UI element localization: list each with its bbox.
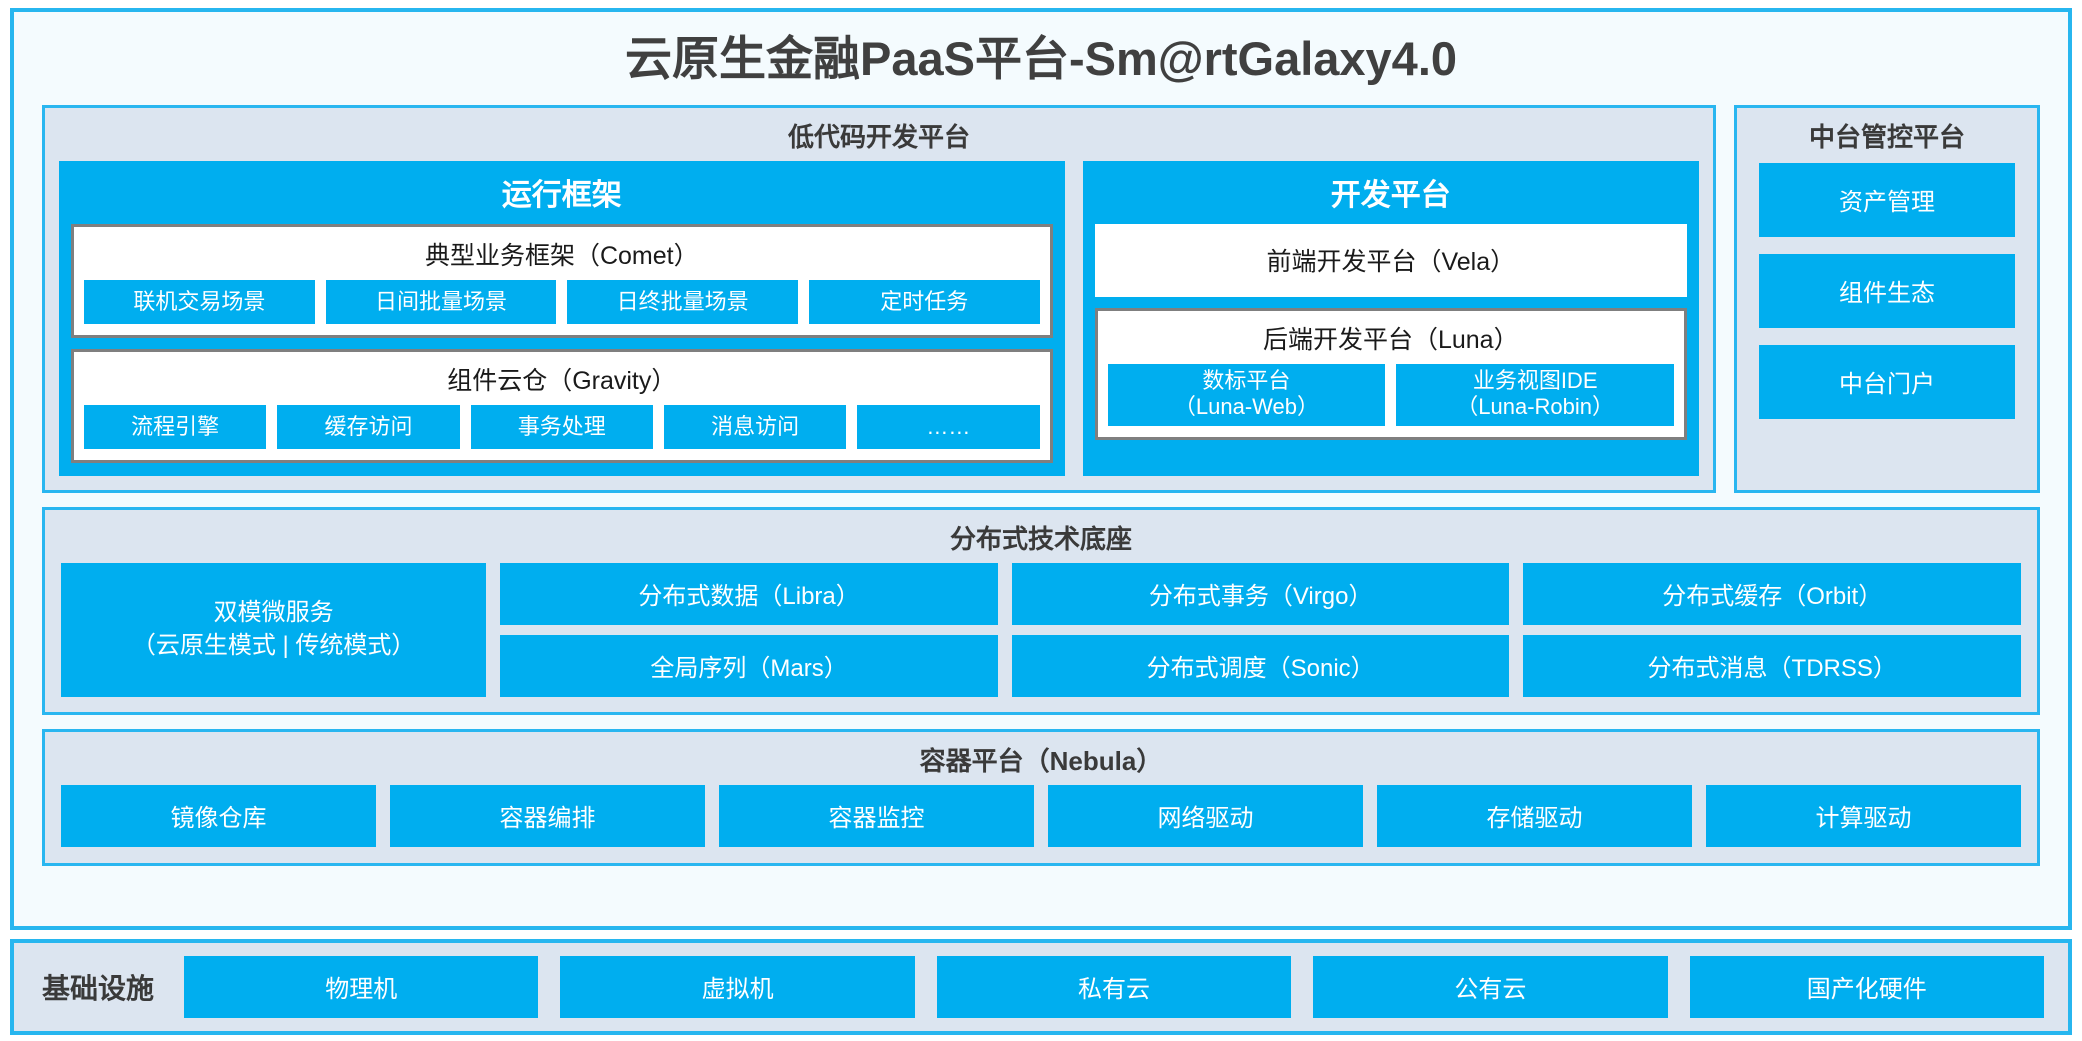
distributed-base-body: 双模微服务 （云原生模式 | 传统模式） 分布式数据（Libra） 全局序列（M… (45, 562, 2037, 712)
infra-item-virtual-machine[interactable]: 虚拟机 (560, 956, 915, 1018)
top-row: 低代码开发平台 运行框架 典型业务框架（Comet） 联机交易场景 日间批量场景… (42, 104, 2040, 493)
infra-item-public-cloud[interactable]: 公有云 (1313, 956, 1668, 1018)
gravity-card: 组件云仓（Gravity） 流程引擎 缓存访问 事务处理 消息访问 …… (71, 348, 1053, 463)
container-item-network-driver[interactable]: 网络驱动 (1048, 784, 1363, 847)
backend-item-sublabel: （Luna-Web） (1173, 393, 1319, 419)
distributed-base-title: 分布式技术底座 (949, 523, 1132, 554)
container-platform-title: 容器平台（Nebula） (919, 745, 1163, 776)
midplatform-body: 资产管理 组件生态 中台门户 (1737, 161, 2037, 490)
midplatform-item-component-ecosystem[interactable]: 组件生态 (1759, 253, 2015, 328)
gravity-item-row: 流程引擎 缓存访问 事务处理 消息访问 …… (84, 404, 1040, 449)
microservice-label: 双模微服务 (213, 599, 334, 627)
comet-item-row: 联机交易场景 日间批量场景 日终批量场景 定时任务 (84, 279, 1040, 324)
dist-item[interactable]: 分布式事务（Virgo） (1011, 562, 1510, 625)
backend-item-label: 业务视图IDE (1472, 367, 1598, 393)
gravity-title: 组件云仓（Gravity） (447, 366, 677, 395)
comet-item[interactable]: 联机交易场景 (84, 279, 315, 324)
gravity-item[interactable]: 消息访问 (663, 404, 847, 449)
development-platform-card: 开发平台 前端开发平台（Vela） 后端开发平台（Luna） 数标平台 （Lun… (1082, 160, 1699, 476)
comet-item[interactable]: 日间批量场景 (325, 279, 557, 324)
dist-item[interactable]: 分布式调度（Sonic） (1011, 634, 1510, 697)
container-item-monitoring[interactable]: 容器监控 (719, 784, 1034, 847)
distributed-base-panel: 分布式技术底座 双模微服务 （云原生模式 | 传统模式） 分布式数据（Libra… (42, 506, 2040, 715)
backend-platform-title: 后端开发平台（Luna） (1262, 325, 1519, 354)
container-platform-body: 镜像仓库 容器编排 容器监控 网络驱动 存储驱动 计算驱动 (45, 784, 2037, 863)
page-title: 云原生金融PaaS平台-Sm@rtGalaxy4.0 (624, 32, 1458, 85)
gravity-item[interactable]: 事务处理 (470, 404, 653, 449)
gravity-item[interactable]: 流程引擎 (84, 404, 267, 449)
comet-title: 典型业务框架（Comet） (424, 241, 699, 270)
infra-item-domestic-hardware[interactable]: 国产化硬件 (1689, 956, 2044, 1018)
dist-item[interactable]: 分布式消息（TDRSS） (1523, 634, 2021, 697)
midplatform-title: 中台管控平台 (1808, 121, 1965, 152)
backend-item-row: 数标平台 （Luna-Web） 业务视图IDE （Luna-Robin） (1107, 363, 1675, 426)
dist-item-microservice[interactable]: 双模微服务 （云原生模式 | 传统模式） (61, 562, 487, 697)
dist-item[interactable]: 分布式缓存（Orbit） (1523, 562, 2021, 625)
comet-card: 典型业务框架（Comet） 联机交易场景 日间批量场景 日终批量场景 定时任务 (71, 223, 1053, 338)
backend-item-luna-web[interactable]: 数标平台 （Luna-Web） (1107, 363, 1386, 426)
infra-item-private-cloud[interactable]: 私有云 (936, 956, 1292, 1018)
runtime-framework-title: 运行框架 (501, 178, 622, 212)
midplatform-control-panel: 中台管控平台 资产管理 组件生态 中台门户 (1734, 104, 2040, 493)
infra-item-physical-machine[interactable]: 物理机 (184, 956, 539, 1018)
distributed-column: 分布式缓存（Orbit） 分布式消息（TDRSS） (1523, 562, 2021, 697)
midplatform-item-asset-management[interactable]: 资产管理 (1759, 162, 2015, 237)
comet-item[interactable]: 定时任务 (808, 279, 1040, 324)
runtime-framework-card: 运行框架 典型业务框架（Comet） 联机交易场景 日间批量场景 日终批量场景 … (59, 160, 1065, 476)
infrastructure-bar: 基础设施 物理机 虚拟机 私有云 公有云 国产化硬件 (10, 939, 2072, 1035)
backend-item-label: 数标平台 (1202, 367, 1291, 393)
frontend-platform-vela[interactable]: 前端开发平台（Vela） (1094, 223, 1687, 297)
gravity-item[interactable]: 缓存访问 (277, 404, 460, 449)
container-item-compute-driver[interactable]: 计算驱动 (1706, 784, 2021, 847)
lowcode-platform-title: 低代码开发平台 (787, 121, 970, 152)
infrastructure-label: 基础设施 (42, 973, 155, 1004)
microservice-column: 双模微服务 （云原生模式 | 传统模式） (61, 562, 487, 697)
container-item-image-registry[interactable]: 镜像仓库 (61, 784, 376, 847)
microservice-sublabel: （云原生模式 | 传统模式） (131, 631, 416, 659)
lowcode-platform-body: 运行框架 典型业务框架（Comet） 联机交易场景 日间批量场景 日终批量场景 … (45, 160, 1713, 490)
distributed-column: 分布式数据（Libra） 全局序列（Mars） (500, 562, 998, 697)
gravity-item-ellipsis[interactable]: …… (857, 404, 1040, 449)
container-platform-panel: 容器平台（Nebula） 镜像仓库 容器编排 容器监控 网络驱动 存储驱动 计算… (42, 728, 2040, 866)
container-item-orchestration[interactable]: 容器编排 (390, 784, 705, 847)
backend-platform-luna-card: 后端开发平台（Luna） 数标平台 （Luna-Web） 业务视图IDE （Lu… (1094, 307, 1687, 440)
backend-item-sublabel: （Luna-Robin） (1456, 393, 1615, 419)
dist-item[interactable]: 全局序列（Mars） (500, 634, 998, 697)
container-item-storage-driver[interactable]: 存储驱动 (1377, 784, 1692, 847)
lowcode-platform-panel: 低代码开发平台 运行框架 典型业务框架（Comet） 联机交易场景 日间批量场景… (42, 104, 1716, 493)
main-frame: 云原生金融PaaS平台-Sm@rtGalaxy4.0 低代码开发平台 运行框架 … (10, 8, 2072, 930)
backend-item-luna-robin[interactable]: 业务视图IDE （Luna-Robin） (1396, 363, 1675, 426)
development-platform-title: 开发平台 (1330, 178, 1451, 212)
comet-item[interactable]: 日终批量场景 (567, 279, 798, 324)
dist-item[interactable]: 分布式数据（Libra） (500, 562, 998, 625)
midplatform-item-portal[interactable]: 中台门户 (1759, 344, 2015, 419)
distributed-column: 分布式事务（Virgo） 分布式调度（Sonic） (1011, 562, 1510, 697)
